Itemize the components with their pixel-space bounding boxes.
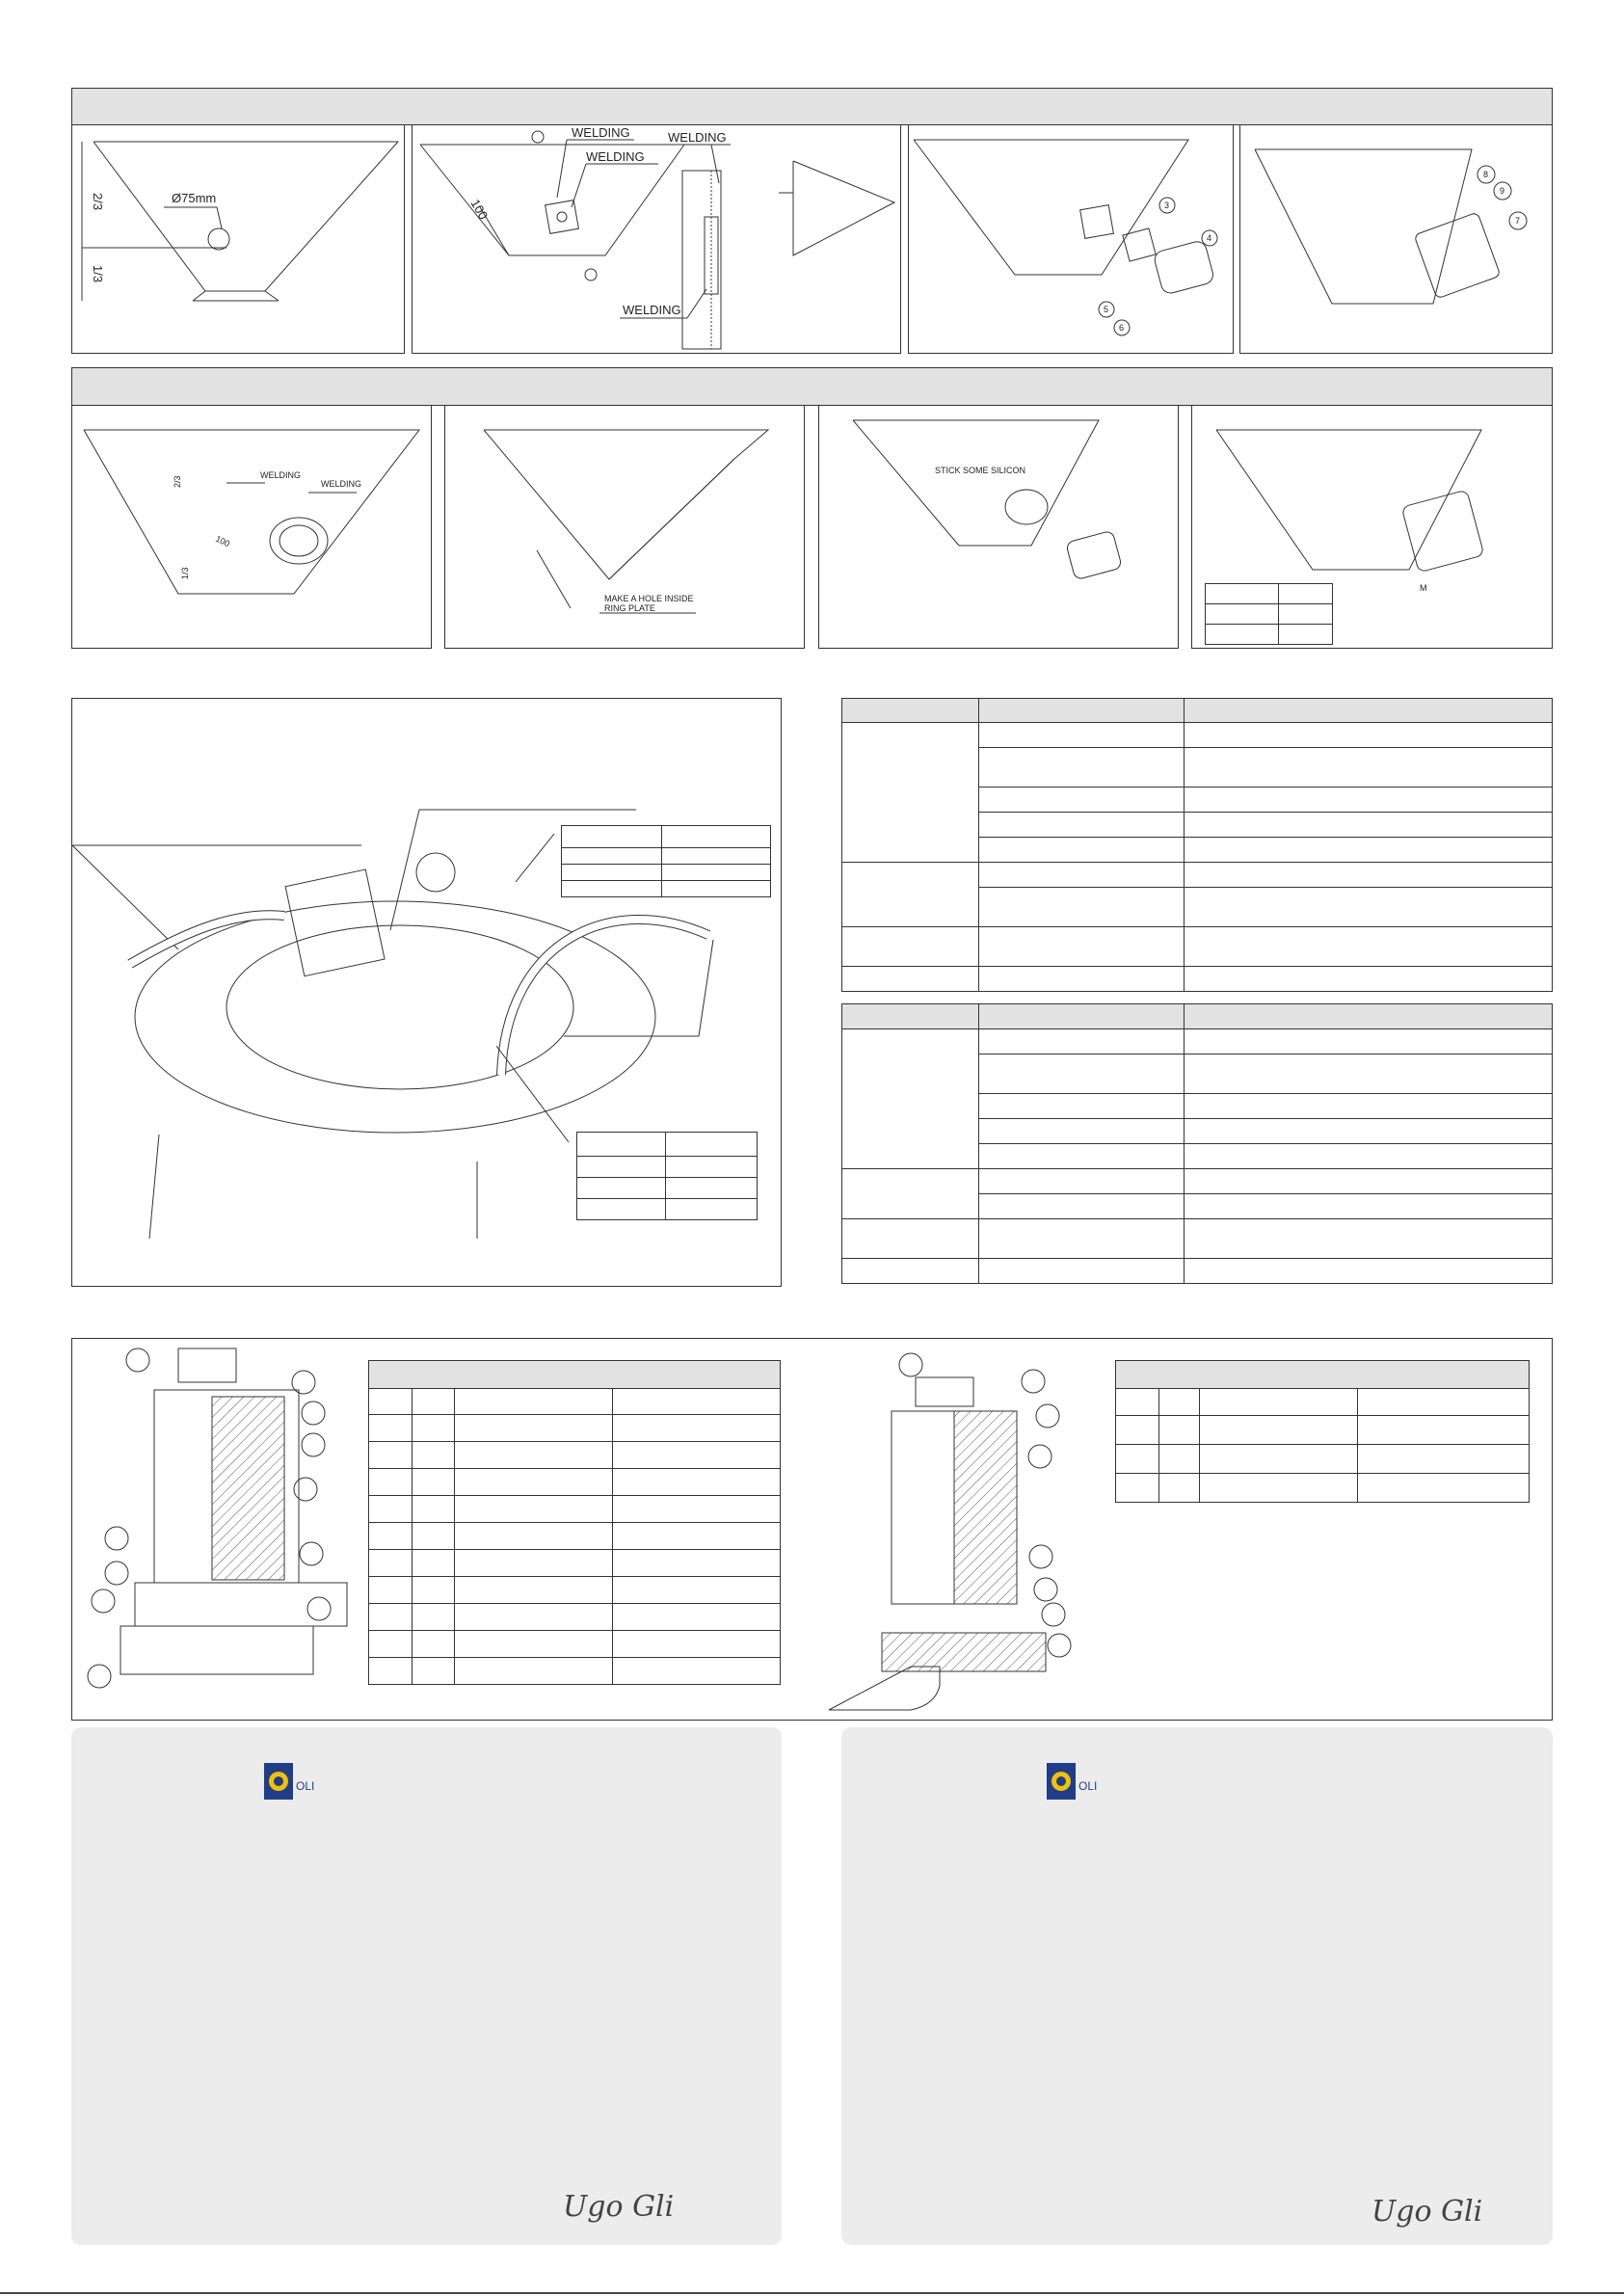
motor-b-installed-drawing: M [1215,429,1483,593]
hole-note-line-2: RING PLATE [604,603,655,613]
welding-label-b2: WELDING [321,479,361,489]
hole-diameter-label: Ø75mm [172,191,216,205]
oli-logo-right: OLI [1047,1763,1101,1800]
hopper-hole-drawing: 2/3 1/3 Ø75mm [81,141,400,302]
ratio-two-thirds: 2/3 [91,193,105,210]
motor-installed-drawing: 8 9 7 [1254,148,1528,305]
hole-note-line-1: MAKE A HOLE INSIDE [604,594,694,603]
install-b-step-1-panel: WELDING WELDING 2/3 1/3 100 [71,405,432,649]
silicon-seal-drawing: STICK SOME SILICON [852,419,1122,579]
welding-label-b1: WELDING [260,470,301,480]
callout-3: 3 [1164,200,1169,210]
ring-plate-hole-drawing: MAKE A HOLE INSIDE RING PLATE [483,429,770,614]
spec-table-2 [841,1003,1553,1284]
declaration-box-right: OLI Ugo Gli [841,1727,1553,2245]
motor-cross-section-drawings [87,1348,1072,1711]
connection-table-bottom [576,1132,758,1220]
callout-9: 9 [1500,186,1504,196]
connector-drawing [72,809,714,1240]
parts-list-table-right [1115,1360,1530,1503]
m-dimension: M [1420,583,1427,593]
install-b-step-4-panel: M [1191,405,1553,649]
signature-right: Ugo Gli [1371,2195,1483,2229]
oli-logo-text-right: OLI [1078,1779,1097,1793]
silicon-note: STICK SOME SILICON [935,466,1025,475]
tightening-table-b [1205,583,1333,645]
ring-distance-label: 100 [214,534,231,548]
oli-logo-text-left: OLI [296,1779,314,1793]
ratio-b-top: 2/3 [173,475,182,488]
install-a-step-3-panel: 3 4 5 6 [908,124,1234,354]
connection-table-top [561,825,771,897]
electrical-connection-panel [71,698,782,1287]
ratio-one-third: 1/3 [91,265,105,282]
welding-label-4: WELDING [623,303,681,317]
callout-5: 5 [1104,305,1108,314]
oli-logo-left: OLI [264,1763,318,1800]
motor-mount-drawing: 3 4 5 6 [913,139,1218,336]
install-a-step-4-panel: 8 9 7 [1239,124,1553,354]
welding-label-3: WELDING [668,130,727,145]
callout-7: 7 [1515,216,1520,226]
install-b-step-3-panel: STICK SOME SILICON [818,405,1179,649]
bracket-distance-label: 100 [467,197,491,222]
spec-table-1 [841,698,1553,992]
install-a-step-1-panel: 2/3 1/3 Ø75mm [71,124,405,354]
install-b-header-band [71,367,1553,406]
callout-4: 4 [1207,233,1211,243]
ring-plate-welding-drawing: WELDING WELDING 2/3 1/3 100 [83,429,421,595]
install-a-step-2-panel: WELDING WELDING 100 WELDING WELDING [412,124,901,354]
callout-6: 6 [1119,323,1124,333]
install-b-step-2-panel: MAKE A HOLE INSIDE RING PLATE [444,405,805,649]
ratio-b-bottom: 1/3 [180,567,190,579]
welding-label-2: WELDING [586,149,645,164]
bracket-welding-drawing: WELDING WELDING 100 WELDING WELDING [419,125,896,350]
parts-list-table-left [368,1360,781,1685]
callout-8: 8 [1483,170,1488,179]
install-a-header-band [71,88,1553,125]
page-bottom-rule [0,2292,1624,2294]
signature-left: Ugo Gli [563,2190,675,2224]
welding-label-1: WELDING [572,125,630,140]
declaration-box-left: OLI Ugo Gli [71,1727,782,2245]
parts-section-panel [71,1338,1553,1721]
